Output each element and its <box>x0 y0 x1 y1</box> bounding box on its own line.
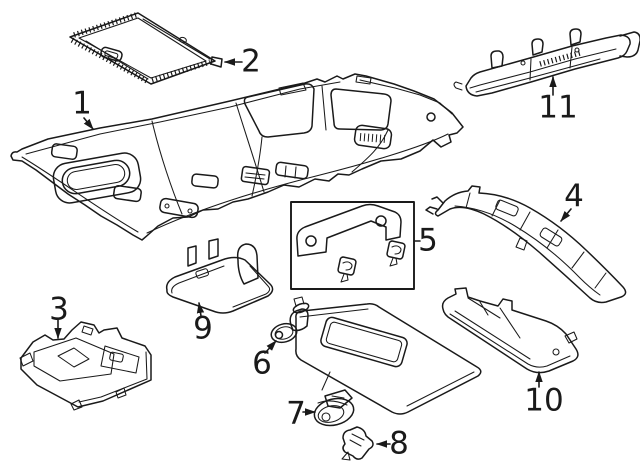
part-clip <box>341 426 374 461</box>
callout-6[interactable]: 6 <box>252 345 272 382</box>
part-headliner <box>10 73 464 241</box>
callout-9-arrow <box>196 302 205 317</box>
callout-1[interactable]: 1 <box>72 85 92 122</box>
part-side-rail-garnish <box>425 185 627 304</box>
grip-clip <box>337 256 357 283</box>
part-overhead-console <box>19 321 152 411</box>
assist-grip <box>296 203 402 257</box>
callout-9[interactable]: 9 <box>193 310 213 347</box>
callout-7[interactable]: 7 <box>286 395 306 432</box>
callout-8[interactable]: 8 <box>389 425 409 462</box>
part-sun-visor <box>270 296 482 415</box>
part-assist-grip-box <box>290 201 415 290</box>
callout-10[interactable]: 10 <box>524 382 564 419</box>
part-side-inner-garnish <box>441 287 579 374</box>
callout-1-arrow <box>83 117 94 130</box>
visor-pivot <box>270 296 310 344</box>
grip-clip <box>386 240 406 267</box>
part-sunshade <box>69 12 223 85</box>
callout-11[interactable]: 11 <box>538 89 578 126</box>
callout-arrows <box>54 58 572 448</box>
callout-4[interactable]: 4 <box>564 178 584 215</box>
part-roof-bracket <box>453 28 640 97</box>
callout-3[interactable]: 3 <box>49 291 69 328</box>
part-visor-holder <box>313 397 355 427</box>
callout-2[interactable]: 2 <box>241 43 261 80</box>
callout-4-arrow <box>560 208 572 222</box>
callout-5[interactable]: 5 <box>418 222 438 259</box>
part-lamp-lens <box>165 238 274 314</box>
callout-6-arrow <box>264 340 277 354</box>
